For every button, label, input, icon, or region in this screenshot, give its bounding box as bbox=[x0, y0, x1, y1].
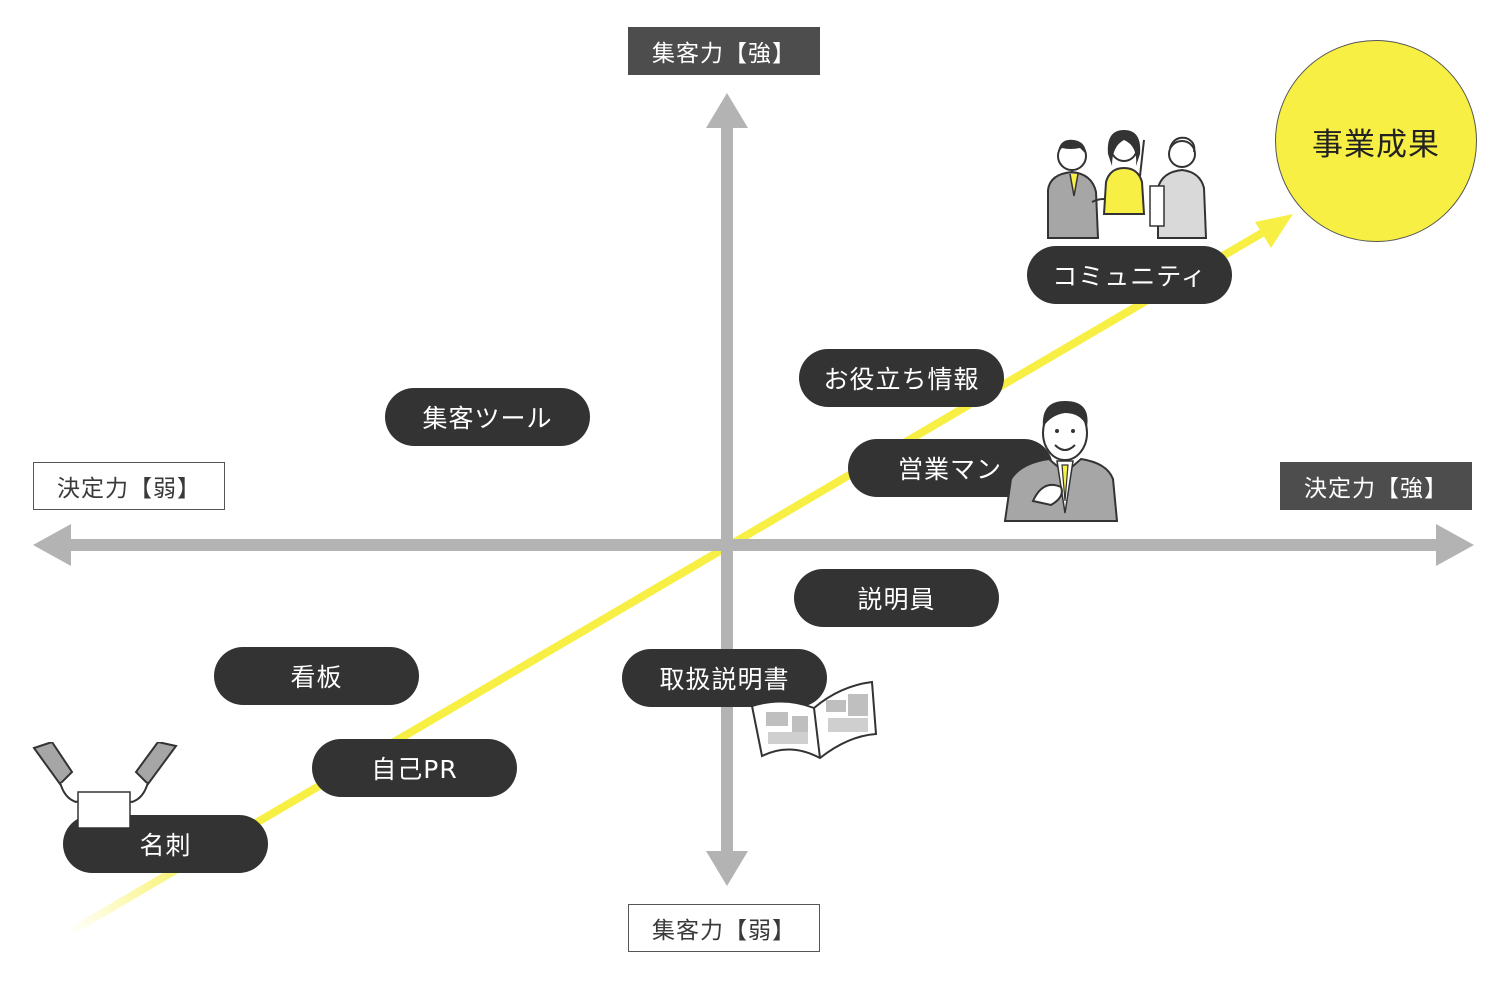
open-manual-icon bbox=[750, 680, 878, 760]
axis-arrow-up bbox=[706, 93, 748, 128]
axis-label-right: 決定力【強】 bbox=[1280, 462, 1472, 510]
item-useful-info: お役立ち情報 bbox=[799, 349, 1004, 407]
trend-arrowhead bbox=[1255, 214, 1293, 248]
salesman-icon bbox=[1003, 401, 1118, 522]
item-signboard: 看板 bbox=[214, 647, 419, 705]
group-meeting-icon bbox=[1047, 130, 1208, 239]
axis-label-top: 集客力【強】 bbox=[628, 27, 820, 75]
item-self-pr: 自己PR bbox=[312, 739, 517, 797]
item-manual: 取扱説明書 bbox=[622, 649, 827, 707]
trend-line bbox=[67, 229, 1265, 936]
item-explainer: 説明員 bbox=[794, 569, 999, 627]
axis-arrow-right bbox=[1436, 524, 1474, 566]
axis-arrow-down bbox=[706, 851, 748, 886]
item-community: コミュニティ bbox=[1027, 246, 1232, 304]
axis-arrow-left bbox=[33, 524, 71, 566]
item-customer-tool: 集客ツール bbox=[385, 388, 590, 446]
goal-circle: 事業成果 bbox=[1275, 40, 1477, 242]
axis-label-bottom: 集客力【弱】 bbox=[628, 904, 820, 952]
axis-label-left: 決定力【弱】 bbox=[33, 462, 225, 510]
business-card-exchange-icon bbox=[32, 742, 178, 829]
